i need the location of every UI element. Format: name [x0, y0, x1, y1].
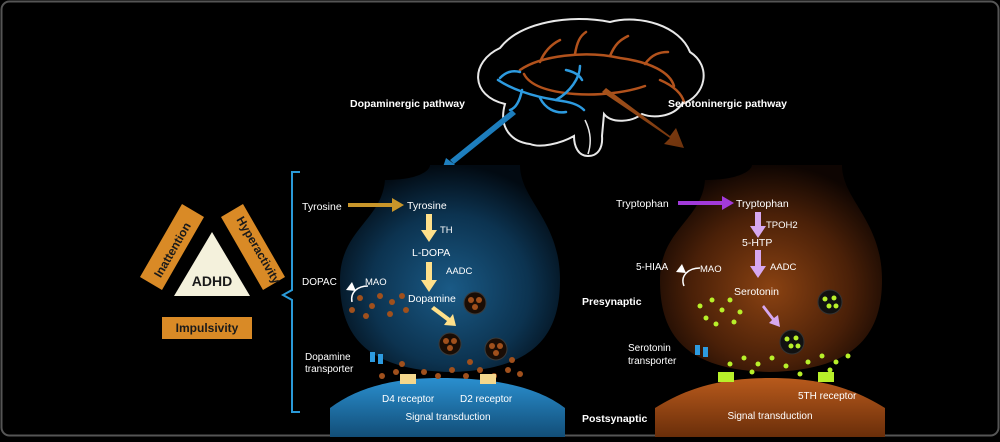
dopamine-label: Dopamine: [408, 293, 456, 305]
brain-illustration: [477, 18, 705, 158]
th-arrow: [421, 214, 437, 242]
dopamine-vesicles: [438, 291, 508, 361]
serotonin-transporter-label-2: transporter: [628, 356, 677, 367]
dopaminergic-arrow: [440, 110, 516, 176]
dopamine-aadc-label: AADC: [446, 266, 473, 277]
bracket: [280, 171, 300, 413]
serotonin-mao-arrow-head: [676, 264, 686, 273]
dopamine-synapse: Tyrosine Tyrosine TH L-DOPA AADC Dopamin…: [302, 165, 565, 437]
serotonin-transporter-icon-2: [703, 347, 708, 357]
tryptophan-outside-label: Tryptophan: [616, 198, 669, 210]
hyperactivity-box: [221, 204, 285, 290]
dopamine-brain-pathway: [496, 64, 586, 114]
5th-receptor-icon-2: [818, 372, 834, 382]
serotonin-presynaptic-terminal: [660, 165, 882, 372]
d2-receptor-label: D2 receptor: [460, 394, 513, 405]
d4-receptor-label: D4 receptor: [382, 394, 435, 405]
serotonin-mao-arrow: [682, 267, 701, 287]
serotonin-brain-pathway: [518, 30, 686, 104]
dopamine-transporter-icon: [370, 352, 375, 362]
brainstem: [584, 119, 591, 155]
5th-receptor-icon-1: [718, 372, 734, 382]
dopamine-release-arrow: [431, 306, 456, 326]
dopamine-transporter-icon-2: [378, 354, 383, 364]
tyrosine-arrow: [348, 198, 404, 212]
mao-arrow-head: [346, 282, 356, 291]
tpoh2-label: TPOH2: [766, 220, 798, 231]
adhd-label: ADHD: [192, 273, 232, 289]
dopamine-signal-label: Signal transduction: [405, 412, 490, 423]
serotonin-synapse: Tryptophan Tryptophan TPOH2 5-HTP AADC S…: [616, 165, 885, 437]
serotonin-transporter-label-1: Serotonin: [628, 343, 671, 354]
5th-receptor-label: 5TH receptor: [798, 391, 857, 402]
dopac-label: DOPAC: [302, 277, 337, 288]
dopaminergic-pathway-label: Dopaminergic pathway: [350, 98, 465, 110]
tyrosine-outside-label: Tyrosine: [302, 201, 342, 213]
tryptophan-inside-label: Tryptophan: [736, 198, 789, 210]
presynaptic-label: Presynaptic: [582, 296, 642, 308]
tyrosine-inside-label: Tyrosine: [407, 200, 447, 212]
tryptophan-arrow: [678, 196, 734, 210]
serotonin-label: Serotonin: [734, 286, 779, 298]
tpoh2-arrow: [750, 212, 766, 238]
serotoninergic-arrow: [602, 88, 684, 148]
postsynaptic-label: Postsynaptic: [582, 413, 648, 425]
serotonin-release-arrow: [762, 305, 780, 327]
inattention-box: [140, 204, 204, 290]
5hiaa-label: 5-HIAA: [636, 262, 669, 273]
serotonin-aadc-label: AADC: [770, 262, 797, 273]
serotonin-mao-label: MAO: [700, 264, 722, 275]
dopamine-transporter-label-1: Dopamine: [305, 352, 351, 363]
serotonin-vesicles: [779, 289, 843, 355]
d4-receptor-icon: [400, 374, 416, 384]
dopamine-transporter-label-2: transporter: [305, 364, 354, 375]
serotonin-postsynaptic-membrane: [655, 378, 885, 437]
dopamine-postsynaptic-membrane: [330, 378, 565, 437]
adhd-center-triangle: [174, 232, 250, 296]
5htp-label: 5-HTP: [742, 237, 772, 249]
dopamine-presynaptic-terminal: [340, 165, 560, 372]
serotonin-signal-label: Signal transduction: [727, 411, 812, 422]
serotoninergic-pathway-label: Serotoninergic pathway: [668, 98, 787, 110]
th-label: TH: [440, 225, 453, 236]
serotonin-molecules: [697, 297, 851, 377]
aadc-arrow: [421, 262, 437, 292]
serotonin-transporter-icon: [695, 345, 700, 355]
impulsivity-box: [162, 317, 252, 339]
brain-outline: [477, 18, 705, 158]
dopamine-mao-label: MAO: [365, 277, 387, 288]
ldopa-label: L-DOPA: [412, 247, 450, 259]
d2-receptor-icon: [480, 374, 496, 384]
serotonin-aadc-arrow: [750, 250, 766, 278]
impulsivity-label: Impulsivity: [176, 321, 239, 335]
